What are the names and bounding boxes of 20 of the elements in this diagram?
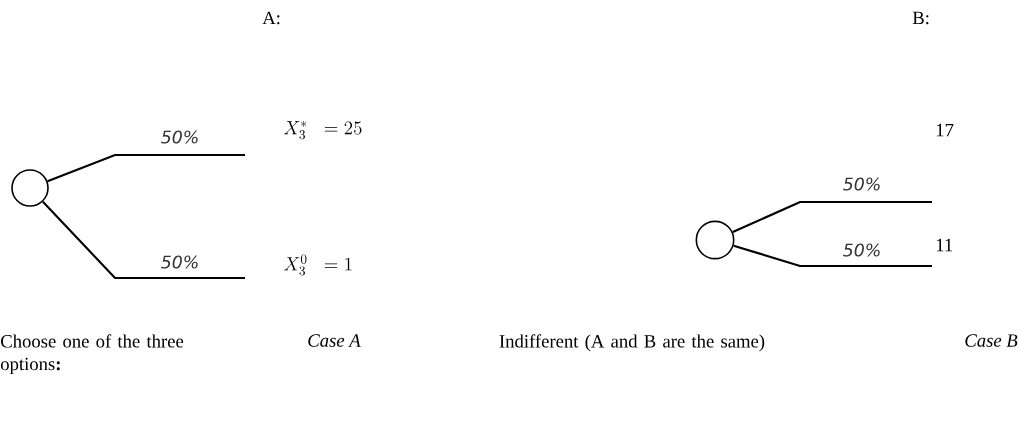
outcome-value: 17 xyxy=(936,123,954,137)
tree-branch xyxy=(42,200,245,280)
option-text: Indifferent (A and B are the same) xyxy=(499,334,765,352)
probability-label: 50% xyxy=(843,243,880,257)
chance-node-circle xyxy=(695,220,735,260)
tree-branch xyxy=(47,153,245,183)
probability-label: 50% xyxy=(161,255,198,269)
chance-node-circle xyxy=(11,169,49,207)
case-label: Case A xyxy=(308,334,361,347)
probability-label: 50% xyxy=(843,177,880,191)
case-heading: A: xyxy=(262,11,280,25)
tree-branch xyxy=(733,244,932,268)
outcome-formula: $X_3^{0} \;\; = 1$ xyxy=(283,254,352,276)
tree-branch xyxy=(732,200,932,234)
outcome-value: 11 xyxy=(936,238,953,252)
case-heading: B: xyxy=(912,11,929,25)
instruction-text: Choose one of the three options: xyxy=(1,334,184,375)
outcome-formula: $X_3^{*} \;\; = 25$ xyxy=(283,121,362,140)
probability-label: 50% xyxy=(161,130,198,144)
case-label: Case B xyxy=(965,334,1018,347)
